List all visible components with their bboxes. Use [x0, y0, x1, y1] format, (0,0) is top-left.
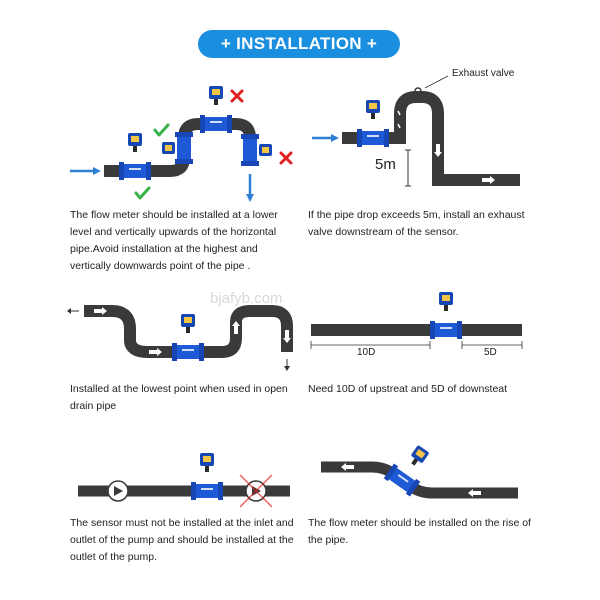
panel-2-diagram: [312, 75, 520, 187]
check-icon: [153, 123, 170, 137]
flow-meter-icon: [172, 314, 204, 361]
check-icon: [134, 186, 151, 200]
pipe: [84, 305, 293, 358]
caption-3: Installed at the lowest point when used …: [70, 383, 288, 412]
upstream-label: 10D: [357, 347, 376, 358]
caption-5: The sensor must not be installed at the …: [70, 517, 294, 563]
panel-4-diagram: [310, 292, 523, 349]
caption-1: The flow meter should be installed at a …: [70, 209, 278, 272]
flow-meter-icon: [200, 86, 232, 133]
pipe: [104, 118, 256, 177]
cross-icon: [279, 151, 293, 165]
panel-3-diagram: [67, 305, 293, 371]
flow-meter-icon: [241, 134, 272, 166]
exhaust-valve-label: Exhaust valve: [452, 68, 515, 79]
flow-meter-icon: [119, 133, 151, 180]
caption-4: Need 10D of upstreat and 5D of downsteat: [308, 383, 508, 395]
height-label: 5m: [375, 156, 396, 173]
caption-6: The flow meter should be installed on th…: [308, 517, 531, 546]
caption-2: If the pipe drop exceeds 5m, install an …: [308, 209, 525, 238]
cross-icon: [239, 474, 273, 508]
cross-icon: [230, 89, 244, 103]
panel-1-diagram: [70, 86, 293, 202]
watermark: bjafyb.com: [210, 290, 283, 307]
panel-5-diagram: [78, 453, 290, 508]
flow-meter-icon: [357, 100, 389, 147]
flow-meter-icon: [430, 292, 462, 339]
installation-banner: + INSTALLATION +: [198, 30, 400, 58]
panel-6-diagram: [321, 439, 518, 499]
pipe: [321, 461, 518, 499]
flow-meter-icon: [191, 453, 223, 500]
exhaust-valve-icon: [414, 87, 422, 95]
flow-meter-icon: [162, 132, 193, 164]
downstream-label: 5D: [484, 347, 497, 358]
pipe: [342, 91, 520, 186]
